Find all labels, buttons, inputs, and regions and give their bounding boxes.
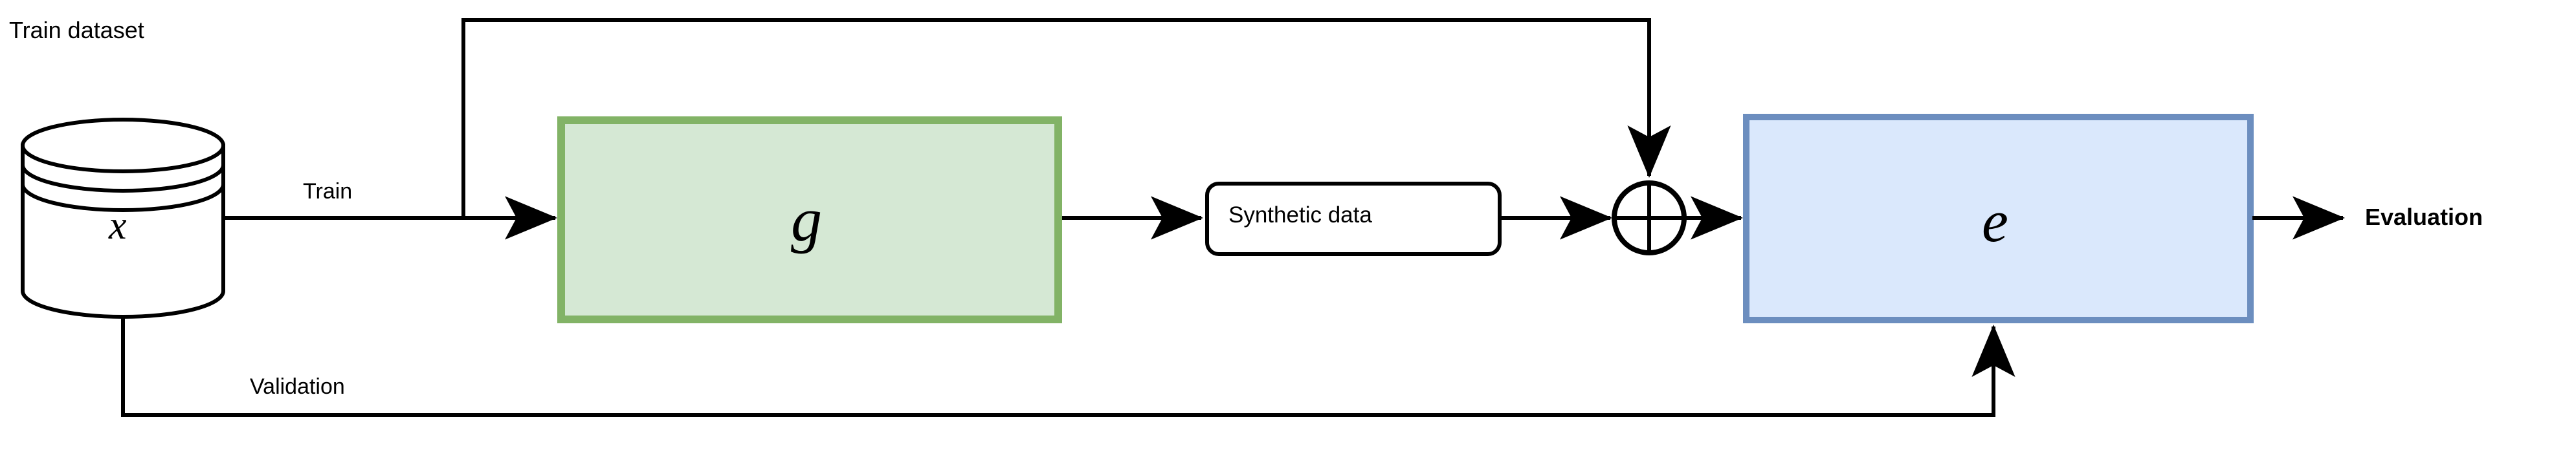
validation-edge	[121, 317, 2015, 417]
evaluator-box	[1743, 114, 2254, 323]
synthetic-data-label: Synthetic data	[1228, 202, 1372, 228]
merge-plus-circle-icon	[1612, 180, 1687, 255]
generator-symbol: g	[791, 185, 822, 254]
evaluator-symbol: e	[1982, 188, 2008, 254]
evaluation-output-label: Evaluation	[2365, 204, 2483, 230]
train-dataset-cylinder	[21, 118, 225, 319]
train-dataset-symbol: x	[109, 204, 127, 248]
train-dataset-label: Train dataset	[9, 17, 144, 43]
synthetic-data-box	[1205, 182, 1502, 256]
train-edge-label: Train	[303, 179, 353, 204]
validation-edge-label: Validation	[250, 374, 345, 399]
generator-box	[557, 116, 1062, 323]
real-data-feedback-edge	[461, 18, 1671, 218]
